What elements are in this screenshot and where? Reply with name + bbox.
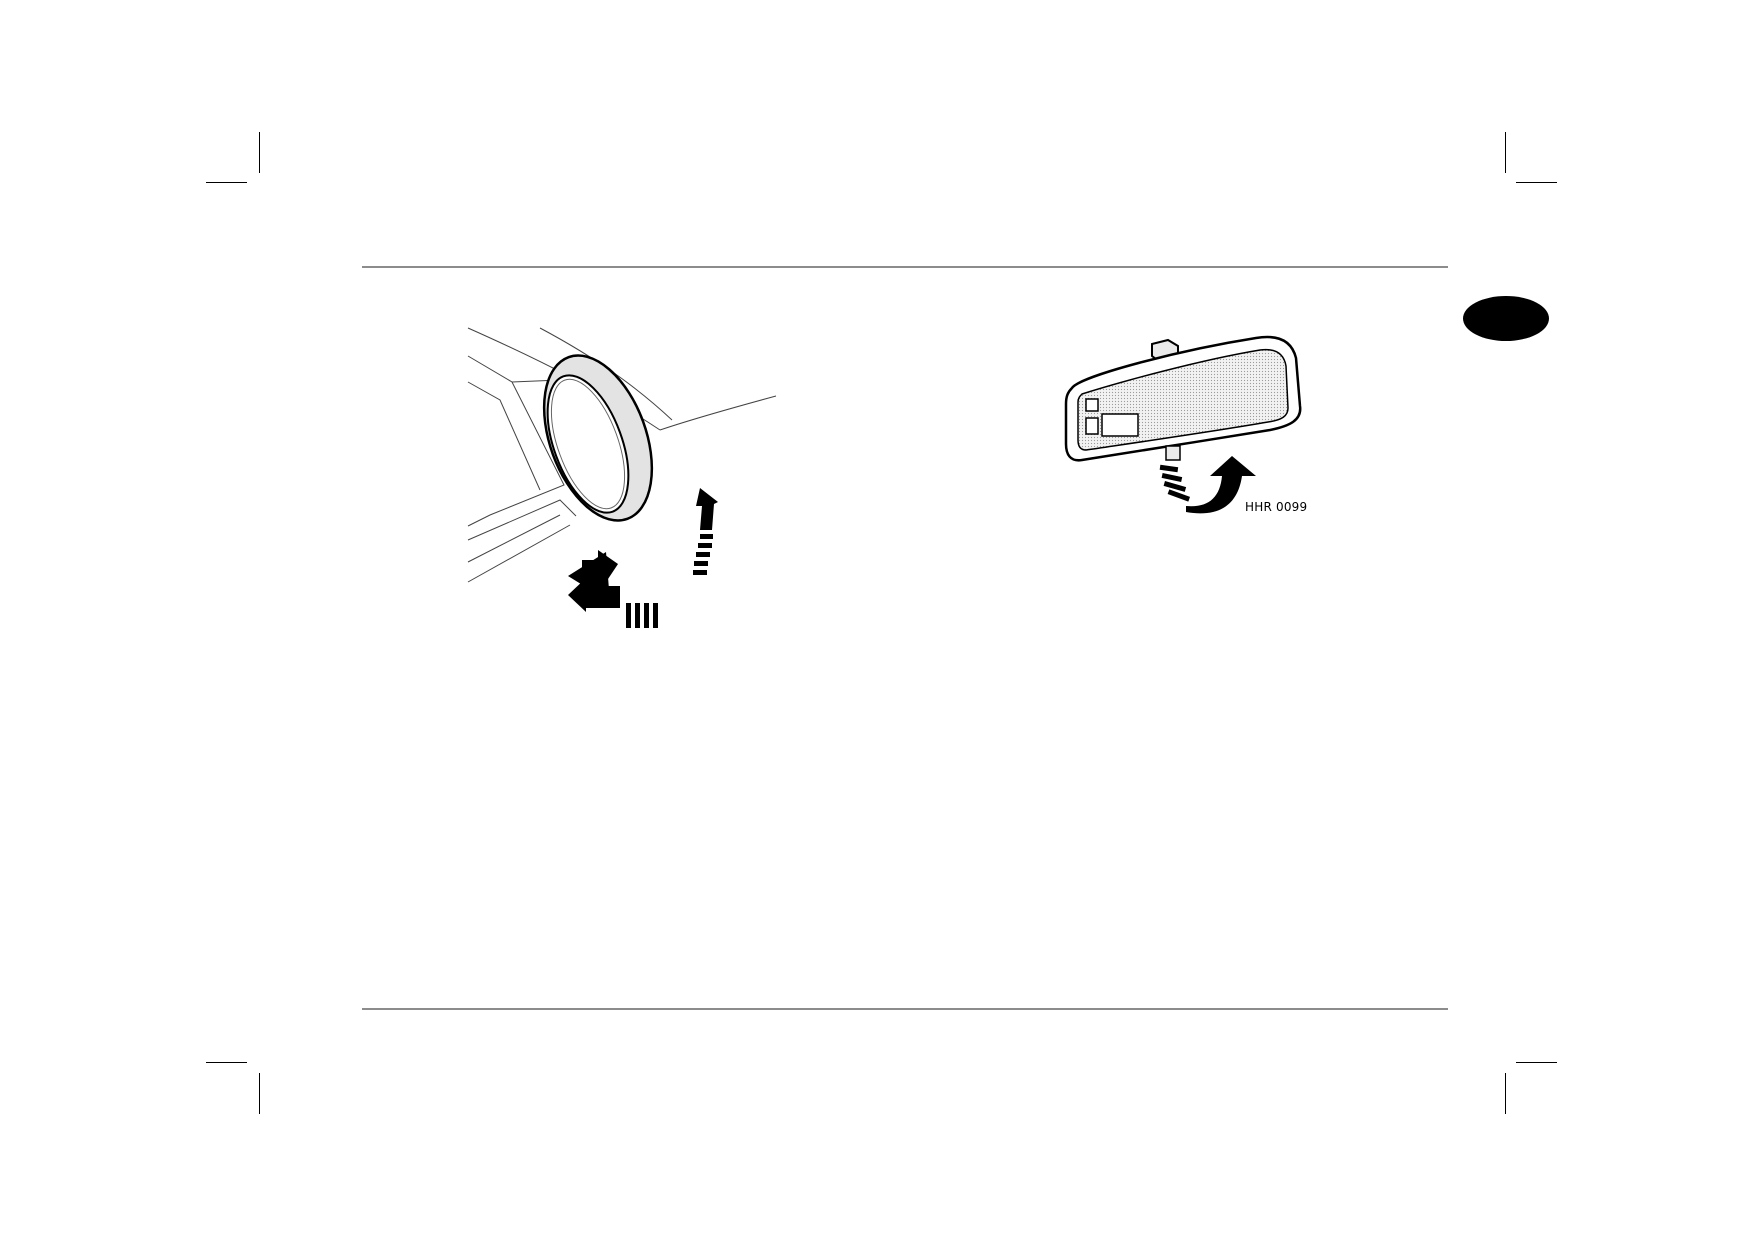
- interior-mirror-tilt-illustration: [1064, 335, 1302, 514]
- crop-mark: [206, 182, 247, 183]
- figure-code: HHR 0099: [1245, 500, 1308, 514]
- sensor-window: [1101, 413, 1139, 437]
- crop-mark: [1505, 1073, 1506, 1114]
- section-tab: [1463, 296, 1549, 341]
- horizontal-arrow-icon: [568, 578, 658, 628]
- sensor-window: [1085, 398, 1099, 412]
- mirror-stem: [1165, 445, 1181, 461]
- door-panel-line: [659, 395, 777, 431]
- vertical-arrow-icon: [693, 488, 718, 575]
- door-panel-line: [467, 381, 541, 491]
- mirror-housing: [542, 354, 654, 522]
- door-mirror-adjust-illustration: [467, 327, 777, 628]
- crop-mark: [1516, 1062, 1557, 1063]
- door-panel-line: [467, 524, 571, 583]
- door-panel-line: [467, 514, 561, 563]
- crop-mark: [1505, 132, 1506, 173]
- tilt-arrow-icon: [1159, 456, 1256, 514]
- footer-rule: [362, 1008, 1448, 1010]
- header-rule: [362, 266, 1448, 268]
- crop-mark: [206, 1062, 247, 1063]
- door-panel-line: [467, 499, 577, 541]
- crop-mark: [259, 1073, 260, 1114]
- crop-mark: [1516, 182, 1557, 183]
- door-panel-line: [467, 355, 565, 527]
- crop-mark: [259, 132, 260, 173]
- sensor-window: [1085, 417, 1099, 435]
